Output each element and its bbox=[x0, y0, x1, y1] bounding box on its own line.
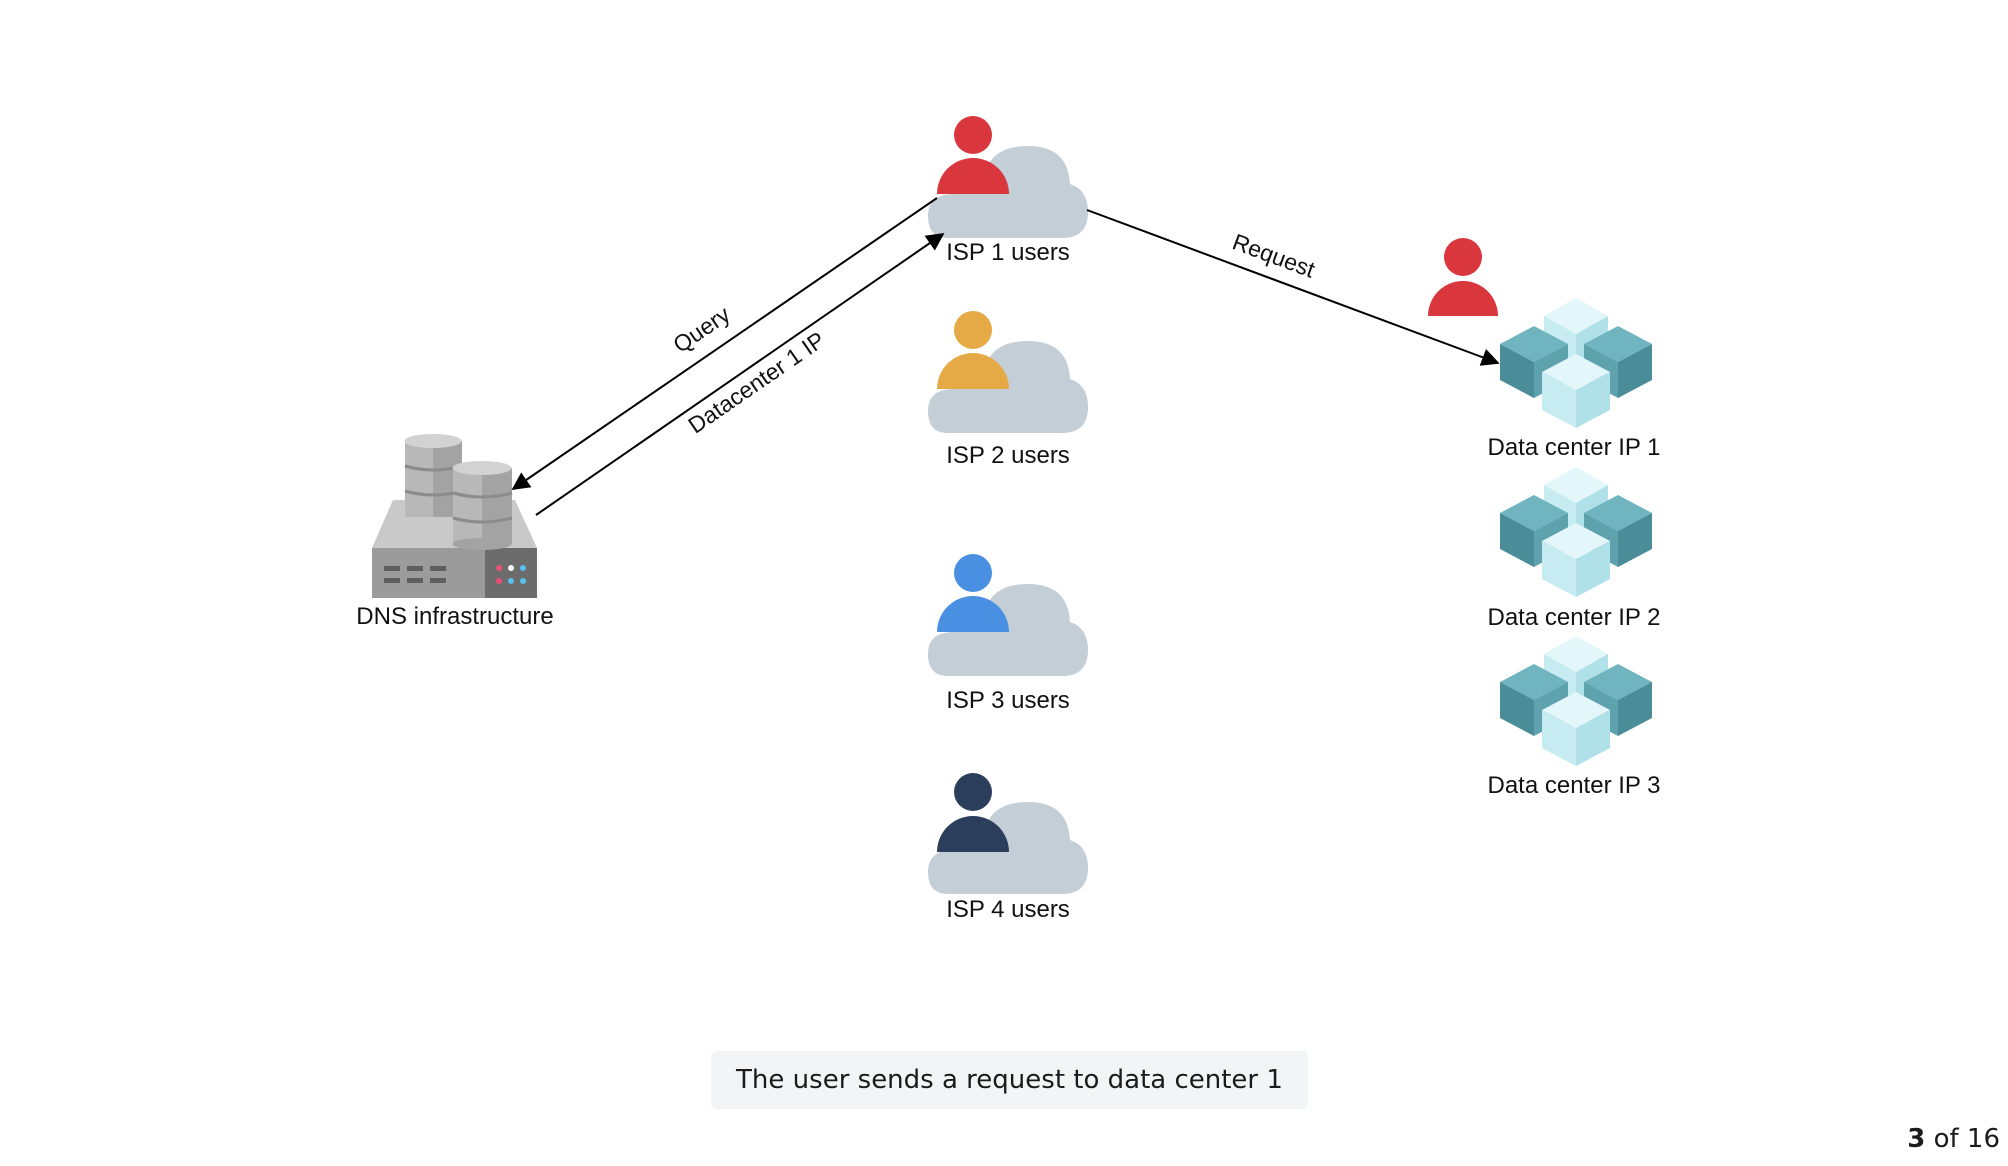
pager-current: 3 bbox=[1907, 1124, 1926, 1154]
pager-separator: of bbox=[1933, 1124, 1959, 1154]
step-caption: The user sends a request to data center … bbox=[711, 1051, 1308, 1109]
isp-node-4: ISP 4 users bbox=[928, 773, 1088, 923]
datacenter-icon bbox=[1500, 298, 1652, 428]
user-icon bbox=[937, 773, 1009, 852]
isp-label: ISP 1 users bbox=[946, 239, 1070, 266]
datacenter-label: Data center IP 1 bbox=[1488, 434, 1661, 461]
request-label: Request bbox=[1229, 228, 1319, 282]
datacenter-node-3: Data center IP 3 bbox=[1488, 636, 1661, 799]
datacenter-label: Data center IP 3 bbox=[1488, 772, 1661, 799]
isp-node-2: ISP 2 users bbox=[928, 311, 1088, 469]
isp-label: ISP 2 users bbox=[946, 442, 1070, 469]
isp-node-1: ISP 1 users bbox=[928, 116, 1088, 266]
slide-pager: 3 of 16 bbox=[1907, 1124, 2000, 1154]
datacenter-icon bbox=[1500, 467, 1652, 597]
request-user-icon bbox=[1428, 238, 1498, 316]
dns-server-icon bbox=[372, 434, 537, 598]
query-arrow bbox=[511, 197, 938, 491]
response-label: Datacenter 1 IP bbox=[683, 326, 829, 438]
datacenter-icon bbox=[1500, 636, 1652, 766]
isp-node-3: ISP 3 users bbox=[928, 554, 1088, 714]
isp-label: ISP 4 users bbox=[946, 896, 1070, 923]
query-label: Query bbox=[668, 301, 735, 358]
request-arrow bbox=[1086, 209, 1500, 366]
isp-label: ISP 3 users bbox=[946, 687, 1070, 714]
datacenter-node-2: Data center IP 2 bbox=[1488, 467, 1661, 631]
pager-total: 16 bbox=[1966, 1124, 2000, 1154]
user-icon bbox=[937, 311, 1009, 389]
response-arrow bbox=[535, 232, 945, 516]
datacenter-label: Data center IP 2 bbox=[1488, 604, 1661, 631]
dns-label: DNS infrastructure bbox=[356, 603, 553, 630]
user-icon bbox=[937, 116, 1009, 194]
datacenter-node-1: Data center IP 1 bbox=[1488, 298, 1661, 461]
step-caption-text: The user sends a request to data center … bbox=[736, 1065, 1283, 1095]
user-icon bbox=[937, 554, 1009, 632]
